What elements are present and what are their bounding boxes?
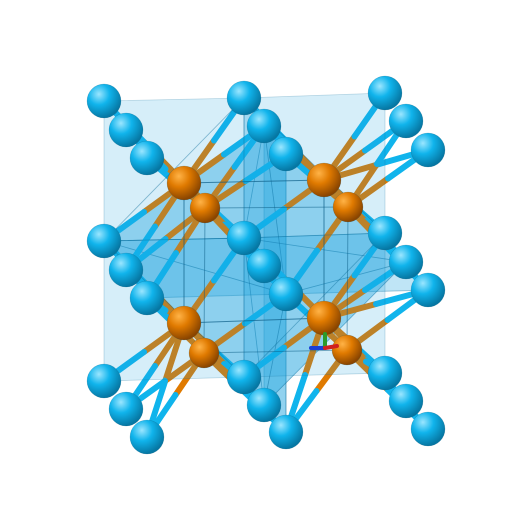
axes-indicator bbox=[309, 332, 339, 350]
anion-atom bbox=[226, 80, 262, 116]
anion-atom bbox=[108, 391, 144, 427]
anion-atom bbox=[226, 220, 262, 256]
cation-atom bbox=[332, 191, 364, 223]
anion-atom bbox=[268, 136, 304, 172]
anion-atom bbox=[388, 244, 424, 280]
cation-atom bbox=[166, 165, 202, 201]
cation-atom bbox=[306, 162, 342, 198]
anion-atom bbox=[268, 276, 304, 312]
anion-atom bbox=[86, 223, 122, 259]
axis-x-arrow bbox=[323, 344, 339, 350]
anion-atom bbox=[410, 132, 446, 168]
cation-atom bbox=[306, 300, 342, 336]
anion-atom bbox=[86, 83, 122, 119]
anion-atom bbox=[129, 140, 165, 176]
anion-atom bbox=[268, 414, 304, 450]
anion-atom bbox=[388, 103, 424, 139]
anion-atom bbox=[246, 387, 282, 423]
cation-atom bbox=[331, 334, 363, 366]
cation-atom bbox=[166, 305, 202, 341]
anion-atom bbox=[226, 359, 262, 395]
anion-atom bbox=[367, 215, 403, 251]
anion-atom bbox=[108, 112, 144, 148]
cation-atom bbox=[189, 192, 221, 224]
anion-atom bbox=[108, 252, 144, 288]
anion-atom bbox=[388, 383, 424, 419]
atoms-layer bbox=[86, 75, 446, 455]
anion-atom bbox=[129, 280, 165, 316]
anion-atom bbox=[367, 355, 403, 391]
cation-atom bbox=[188, 337, 220, 369]
anion-atom bbox=[246, 108, 282, 144]
anion-atom bbox=[86, 363, 122, 399]
anion-atom bbox=[367, 75, 403, 111]
anion-atom bbox=[246, 248, 282, 284]
anion-atom bbox=[410, 272, 446, 308]
anion-atom bbox=[410, 411, 446, 447]
anion-atom bbox=[129, 419, 165, 455]
